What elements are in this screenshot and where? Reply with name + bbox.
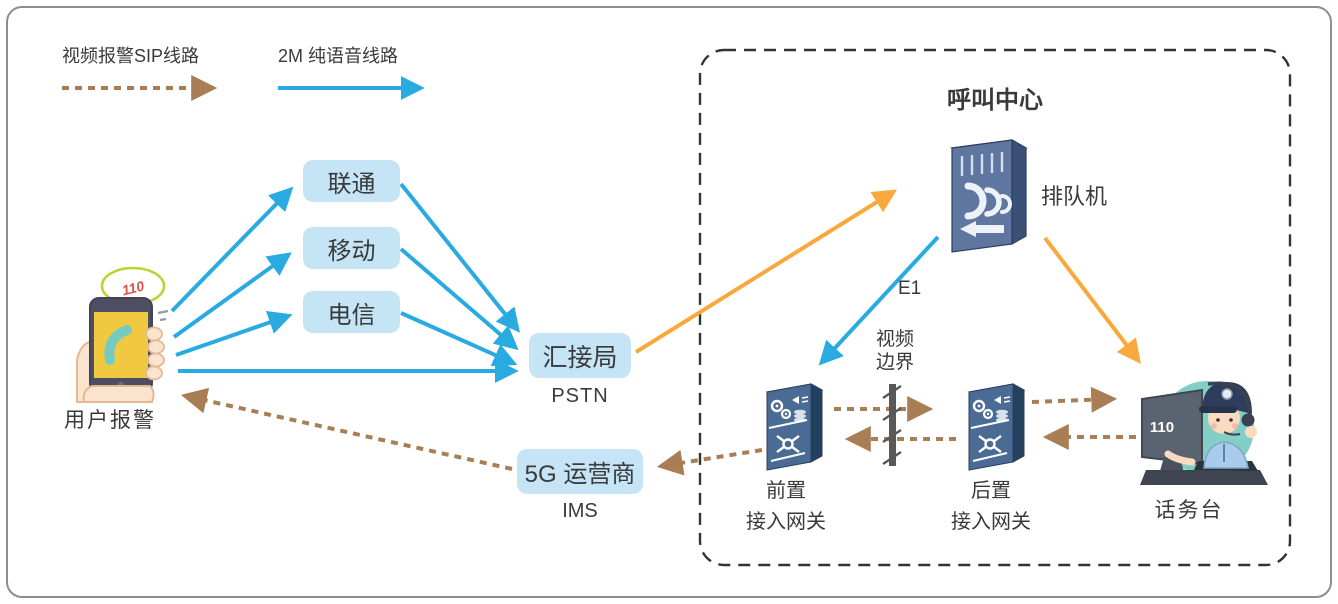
operator-box-unicom: 联通 <box>303 160 400 202</box>
rear-gateway-label-line2: 接入网关 <box>951 511 1031 533</box>
call-center-title: 呼叫中心 <box>947 87 1043 114</box>
media-gateway-icon-rear <box>967 382 1026 472</box>
legend-sip-label: 视频报警SIP线路 <box>62 46 200 66</box>
call-center-boundary <box>698 48 1292 567</box>
queue-server-icon <box>950 138 1028 253</box>
front-gateway-label-line2: 接入网关 <box>746 511 826 533</box>
voice-line-phone-telecom <box>175 310 293 357</box>
tandem-office-box: 汇接局 <box>529 333 631 378</box>
caller-label: 用户报警 <box>64 409 156 432</box>
voice-line-phone-unicom <box>170 186 294 313</box>
voice-line-phone-mobile <box>172 252 292 339</box>
voice-line-telecom-tandem <box>400 311 518 367</box>
front-gateway-label: 前置 接入网关 <box>726 476 846 538</box>
operator-box-unicom-label: 联通 <box>327 170 376 198</box>
operator-box-mobile-label: 移动 <box>327 237 376 265</box>
queue-machine-label: 排队机 <box>1041 184 1108 209</box>
video-border-label-line2: 边界 <box>875 352 914 373</box>
rear-gateway-label: 后置 接入网关 <box>931 476 1051 538</box>
pstn-label: PSTN <box>551 385 609 407</box>
carrier-5g-box: 5G 运营商 <box>517 449 643 494</box>
console-label: 话务台 <box>1154 499 1224 522</box>
operator-box-telecom-label: 电信 <box>327 301 376 329</box>
voice-line-mobile-tandem <box>399 247 519 351</box>
route-line-tandem-queue <box>634 189 898 354</box>
rear-gateway-label-line1: 后置 <box>971 480 1011 502</box>
operator-box-telecom: 电信 <box>303 291 400 333</box>
legend-voice-label: 2M 纯语音线路 <box>278 46 399 66</box>
police-operator-icon: 110 <box>1140 381 1268 485</box>
sip-line-5g-phone <box>180 387 513 471</box>
sip-line-reargw-console <box>1031 386 1118 413</box>
console-screen-110-text: 110 <box>1150 419 1174 436</box>
carrier-5g-label: 5G 运营商 <box>524 461 636 488</box>
voice-line-unicom-tandem <box>399 182 520 333</box>
front-gateway-label-line1: 前置 <box>766 480 806 502</box>
video-border-label: 视频 边界 <box>853 328 937 374</box>
video-border-label-line1: 视频 <box>875 329 914 350</box>
e1-label: E1 <box>898 278 922 299</box>
media-gateway-icon-front <box>765 382 824 472</box>
outer-frame <box>6 6 1332 598</box>
e1-line-queue-frontgw <box>818 235 940 366</box>
bubble-110-text: 110 <box>120 277 146 298</box>
hand-holding-phone-icon: 110 <box>76 266 169 403</box>
tandem-office-label: 汇接局 <box>542 343 618 372</box>
route-line-queue-console <box>1043 236 1141 364</box>
sip-line-frontgw-5g <box>656 448 763 476</box>
ims-label: IMS <box>562 500 598 522</box>
video-border-barrier-icon <box>882 384 902 466</box>
operator-box-mobile: 移动 <box>303 227 400 269</box>
